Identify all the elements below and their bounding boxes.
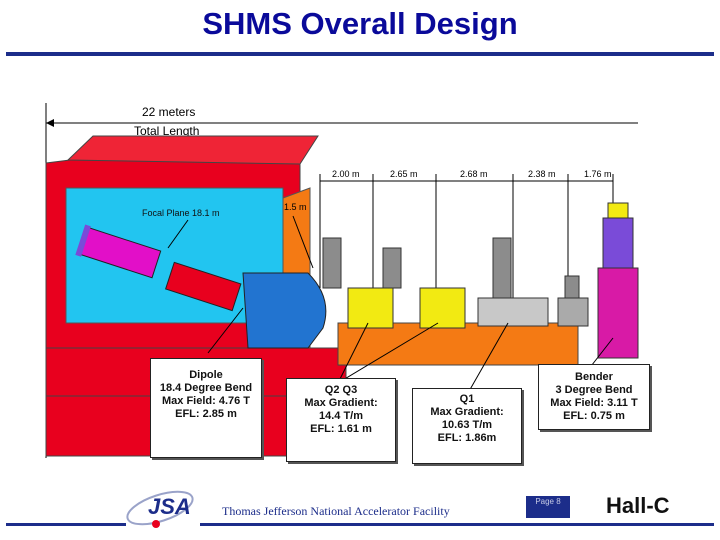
dim-label-5: 1.76 m [584,169,612,179]
total-length-arrowhead [46,119,54,127]
footer-rule-left [6,523,126,526]
beam-pipe [477,297,549,327]
bender-line-3: Max Field: 3.11 T [550,397,638,409]
dim-label-2: 2.65 m [390,169,418,179]
hut-roof-top [66,135,319,165]
logo-dot [152,520,160,528]
detector-package-2 [165,261,242,312]
q-magnet-2 [419,287,466,329]
gap-label: 1.5 m [284,202,307,212]
title-underline [6,52,714,56]
base-platform-orange [337,322,579,366]
dipole-line-1: Dipole [189,369,223,381]
shms-drawing: 22 meters Total Length 2.00 m 2.65 m 2.6… [45,103,639,458]
q2q3-line-3: 14.4 T/m [318,410,364,422]
page-number: Page 8 [526,496,570,518]
dipole-magnet [242,272,327,349]
dipole-line-3: Max Field: 4.76 T [161,395,251,407]
q-magnet-1 [347,287,394,329]
lab-name: Thomas Jefferson National Accelerator Fa… [222,504,450,518]
bender-box [557,297,589,327]
q1-line-2: Max Gradient: [430,406,504,418]
dim-label-1: 2.00 m [332,169,360,179]
dim-label-4: 2.38 m [528,169,556,179]
slide-title: SHMS Overall Design [202,6,518,41]
detector-package-1 [75,224,162,279]
q1-line-1: Q1 [459,393,475,405]
logo-text: JSA [148,494,191,519]
bender-line-1: Bender [575,371,613,383]
dipole-line-4: EFL: 2.85 m [175,408,237,420]
q3-tower [492,237,512,299]
focal-plane-pointer [167,219,189,249]
bender-line-2: 3 Degree Bend [555,384,633,396]
bender-top [607,202,629,219]
hall-label: Hall-C [606,493,670,518]
length-label-2: Total Length [134,124,199,138]
q2q3-line-2: Max Gradient: [304,397,378,409]
q2q3-pointer-a [337,322,369,384]
q1-pointer [467,322,509,394]
bender-magnet [597,267,639,359]
q2q3-line-1: Q2 Q3 [324,384,358,396]
dim-label-3: 2.68 m [460,169,488,179]
bender-tower [564,275,580,299]
dipole-line-2: 18.4 Degree Bend [159,382,253,394]
logo-orbit [126,490,194,526]
bender-line-4: EFL: 0.75 m [563,410,625,422]
length-label-1: 22 meters [142,105,195,119]
q2q3-line-4: EFL: 1.61 m [310,423,372,435]
jsa-logo: JSA [126,490,194,528]
focal-plane-label: Focal Plane 18.1 m [142,208,220,218]
dipole-pointer [207,307,244,354]
dipole-callout: Dipole 18.4 Degree Bend Max Field: 4.76 … [150,358,262,458]
gap-pointer [292,215,314,269]
bender-callout: Bender 3 Degree Bend Max Field: 3.11 T E… [538,364,650,430]
q1-line-3: 10.63 T/m [441,419,493,431]
q2-tower [382,247,402,289]
q1-line-4: EFL: 1.86m [437,432,497,444]
q2q3-callout: Q2 Q3 Max Gradient: 14.4 T/m EFL: 1.61 m [286,378,396,462]
q1-callout: Q1 Max Gradient: 10.63 T/m EFL: 1.86m [412,388,522,464]
bender-cryo [602,217,634,269]
footer-rule-right [200,523,714,526]
q1-tower [322,237,342,289]
q2q3-pointer-b [337,322,439,384]
